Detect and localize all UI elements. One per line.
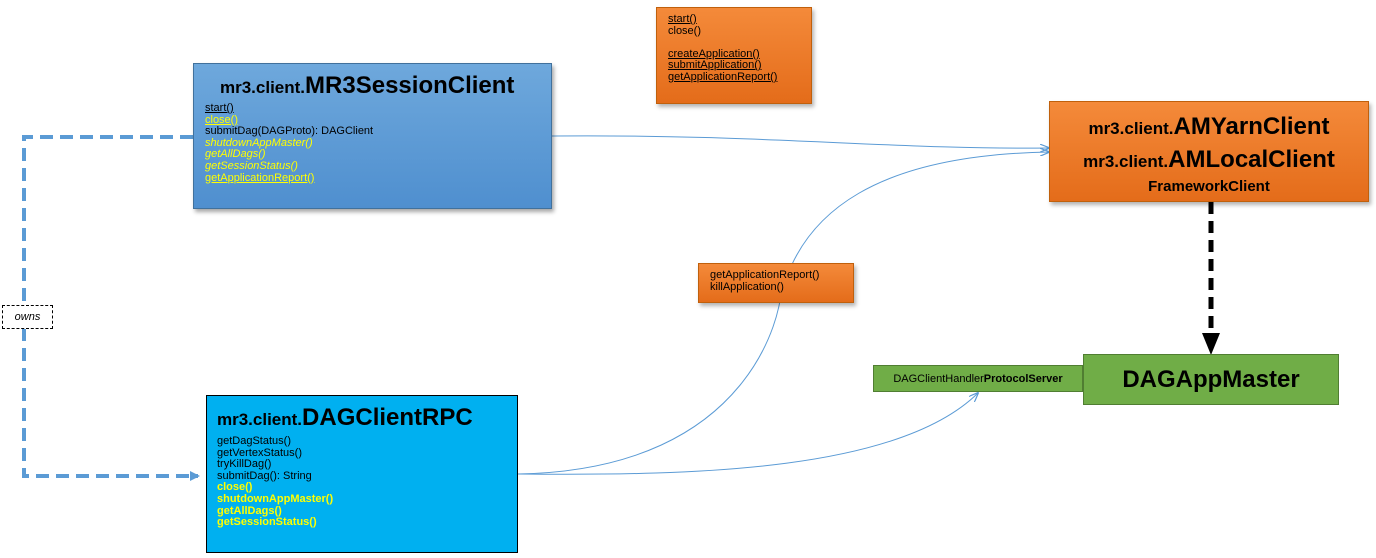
method-get-session-status: getSessionStatus() bbox=[205, 159, 298, 172]
method-start: start() bbox=[205, 102, 234, 114]
method-get-all-dags: getAllDags() bbox=[217, 504, 282, 517]
method-get-session-status: getSessionStatus() bbox=[217, 516, 317, 529]
framework-client-label: FrameworkClient bbox=[1148, 178, 1270, 195]
method-get-application-report: getApplicationReport() bbox=[710, 269, 820, 281]
method-get-dag-status: getDagStatus() bbox=[217, 435, 291, 447]
owns-label: owns bbox=[2, 305, 53, 329]
method-submit-dag: submitDag(DAGProto): DAGClient bbox=[205, 125, 374, 138]
dag-app-master-box[interactable]: DAGAppMaster bbox=[1083, 354, 1339, 405]
method-get-all-dags: getAllDags() bbox=[205, 148, 266, 161]
method-get-application-report: getApplicationReport() bbox=[205, 171, 315, 184]
app-report-box[interactable]: getApplicationReport() killApplication() bbox=[698, 263, 854, 303]
framework-methods-box[interactable]: start() close() createApplication() subm… bbox=[656, 7, 812, 104]
am-clients-box[interactable]: mr3.client.AMYarnClient mr3.client.AMLoc… bbox=[1049, 101, 1369, 202]
dag-client-rpc-title: mr3.client.DAGClientRPC bbox=[217, 404, 473, 431]
method-shutdown-app-master: shutdownAppMaster() bbox=[205, 136, 313, 149]
method-get-vertex-status: getVertexStatus() bbox=[217, 446, 302, 459]
dag-client-rpc-box[interactable]: mr3.client.DAGClientRPC getDagStatus() g… bbox=[206, 395, 518, 553]
method-start: start() bbox=[668, 13, 697, 25]
method-create-application: createApplication() bbox=[668, 47, 760, 60]
method-try-kill-dag: tryKillDag() bbox=[217, 458, 272, 471]
method-close: close() bbox=[205, 113, 239, 126]
method-close: close() bbox=[217, 481, 253, 494]
owns-connector bbox=[22, 135, 200, 481]
protocol-server-label: DAGClientHandlerProtocolServer bbox=[893, 372, 1063, 385]
method-get-application-report: getApplicationReport() bbox=[668, 70, 778, 83]
session-to-amclient-connector bbox=[551, 135, 1049, 148]
dag-app-master-label: DAGAppMaster bbox=[1122, 365, 1300, 393]
rpc-to-protocol-server-connector bbox=[517, 393, 978, 475]
method-kill-application: killApplication() bbox=[710, 280, 784, 293]
session-client-title: mr3.client.MR3SessionClient bbox=[220, 72, 515, 99]
am-local-client-title: mr3.client.AMLocalClient bbox=[1083, 146, 1335, 173]
am-yarn-client-title: mr3.client.AMYarnClient bbox=[1088, 113, 1330, 140]
rpc-to-amclient-connector bbox=[517, 152, 1049, 475]
method-submit-dag: submitDag(): String bbox=[217, 469, 312, 482]
protocol-server-box[interactable]: DAGClientHandlerProtocolServer bbox=[873, 365, 1083, 392]
method-shutdown-app-master: shutdownAppMaster() bbox=[217, 492, 334, 505]
method-submit-application: submitApplication() bbox=[668, 59, 762, 72]
session-client-box[interactable]: mr3.client.MR3SessionClient start() clos… bbox=[193, 63, 552, 209]
method-close: close() bbox=[668, 24, 702, 37]
